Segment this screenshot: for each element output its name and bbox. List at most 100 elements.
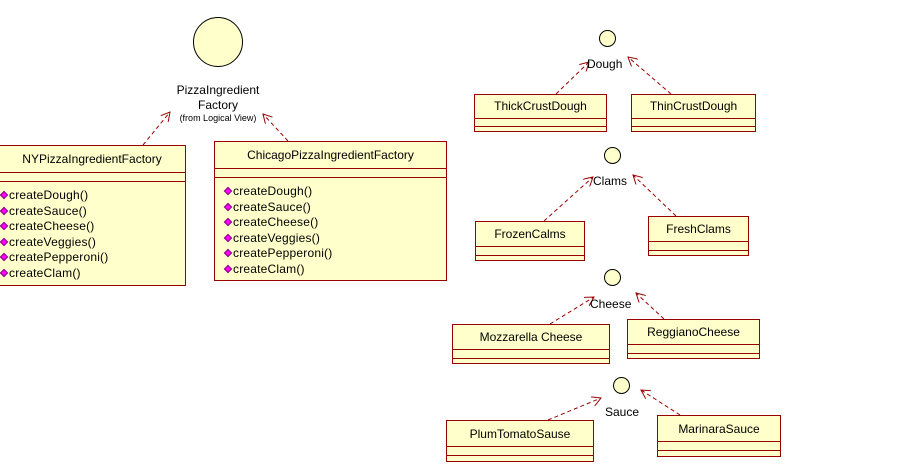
mozzarella-cheese-class[interactable]: Mozzarella Cheese [452,324,610,364]
operation-compartment [632,126,755,127]
cheese-interface-label: Cheese [590,297,632,311]
public-operation-icon [0,206,9,215]
operation-compartment [649,250,748,251]
attribute-compartment [0,172,185,181]
operation: createCheese() [223,215,446,231]
class-name: NYPizzaIngredientFactory [22,152,162,166]
operation: createDough() [223,184,446,200]
public-operation-icon [0,190,9,200]
class-name: ReggianoCheese [647,325,740,339]
ny-pizza-ingredient-factory-class[interactable]: NYPizzaIngredientFactory createDough() c… [0,145,186,286]
arrow-reggiano-to-cheese [636,293,665,320]
public-operation-icon [223,186,233,196]
arrow-frozen-to-clams [543,177,593,222]
public-operation-icon [223,233,233,243]
clams-interface-icon [604,147,621,164]
class-name: ThinCrustDough [649,99,738,113]
attribute-compartment [649,241,748,250]
class-name: ThickCrustDough [494,99,587,113]
thin-crust-dough-class[interactable]: ThinCrustDough [631,94,756,132]
operation-label: createSauce() [9,203,87,218]
attribute-compartment [215,168,446,177]
arrow-chicago-to-factory [263,114,289,142]
public-operation-icon [0,237,9,247]
factory-label-line1: PizzaIngredient [176,83,260,97]
arrow-marinara-to-sauce [641,390,681,416]
operation: createSauce() [223,200,446,216]
operation: createVeggies() [223,231,446,247]
operation: createClam() [0,266,185,282]
operation: createClam() [223,262,446,278]
public-operation-icon [0,253,9,262]
operation-compartment [476,255,584,256]
arrow-thick-to-dough [555,62,589,95]
chicago-pizza-ingredient-factory-class[interactable]: ChicagoPizzaIngredientFactory createDoug… [214,141,447,281]
operation-compartment [658,450,780,451]
attribute-compartment [628,344,759,353]
operation-label: createCheese() [9,219,95,234]
operation-compartment [475,126,606,127]
arrow-thin-to-dough [628,57,672,95]
class-name: MarinaraSauce [678,422,760,436]
pizza-ingredient-factory-label: PizzaIngredient Factory (from Logical Vi… [168,83,268,124]
operation-label: createSauce() [233,199,311,214]
operation-compartment [453,358,609,359]
arrow-plum-to-sauce [547,398,601,421]
operation-label: createPepperoni() [9,250,109,265]
cheese-interface-icon [604,269,621,286]
operation-label: createDough() [233,184,313,198]
operation-compartment [628,353,759,354]
class-name: PlumTomatoSause [469,427,571,441]
operation-label: createVeggies() [9,234,97,249]
reggiano-cheese-class[interactable]: ReggianoCheese [627,319,760,359]
operation-compartment: createDough() createSauce() createCheese… [215,177,446,278]
operation: createPepperoni() [0,250,185,266]
operation-label: createClam() [9,265,81,280]
sauce-interface-label: Sauce [605,405,640,419]
frozen-calms-class[interactable]: FrozenCalms [475,221,585,261]
public-operation-icon [223,217,233,227]
fresh-clams-class[interactable]: FreshClams [648,216,749,256]
dough-interface-label: Dough [587,57,623,71]
operation: createCheese() [0,219,185,235]
operation-label: createDough() [9,188,89,202]
public-operation-icon [0,268,9,278]
arrow-ny-to-factory [142,112,170,146]
class-name: ChicagoPizzaIngredientFactory [247,148,414,162]
attribute-compartment [453,349,609,358]
pizza-ingredient-factory-interface-icon [193,17,243,67]
class-name: Mozzarella Cheese [479,330,583,344]
class-name: FreshClams [666,222,731,236]
arrow-mozzarella-to-cheese [549,297,594,325]
marinara-sauce-class[interactable]: MarinaraSauce [657,415,781,457]
operation-label: createPepperoni() [233,246,333,261]
factory-label-line2: Factory [197,98,238,112]
public-operation-icon [0,221,9,231]
operation-label: createVeggies() [233,230,321,245]
operation-label: createCheese() [233,215,319,230]
public-operation-icon [223,249,233,258]
class-name: FrozenCalms [494,227,566,241]
operation: createSauce() [0,204,185,220]
attribute-compartment [476,246,584,255]
operation: createVeggies() [0,235,185,251]
factory-label-package: (from Logical View) [179,113,257,123]
dough-interface-icon [599,30,616,47]
attribute-compartment [658,441,780,450]
sauce-interface-icon [613,377,630,394]
operation: createDough() [0,188,185,204]
operation-compartment: createDough() createSauce() createCheese… [0,181,185,282]
clams-interface-label: Clams [593,174,628,188]
operation: createPepperoni() [223,246,446,262]
attribute-compartment [475,118,606,126]
plum-tomato-sause-class[interactable]: PlumTomatoSause [446,420,594,462]
operation-label: createClam() [233,261,305,276]
attribute-compartment [632,118,755,126]
arrow-fresh-to-clams [633,175,677,217]
thick-crust-dough-class[interactable]: ThickCrustDough [474,94,607,132]
operation-compartment [447,455,593,456]
public-operation-icon [223,202,233,211]
public-operation-icon [223,264,233,274]
attribute-compartment [447,446,593,455]
